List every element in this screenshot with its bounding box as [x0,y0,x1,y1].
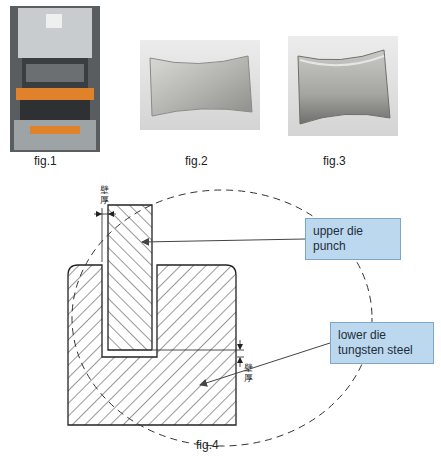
figure-caption: fig.4 [196,438,219,452]
callout-text: lower die tungsten steel [338,328,426,358]
callout-box: upper die punch [305,218,401,260]
part-photo [288,36,398,136]
figure-caption: fig.3 [323,154,346,168]
dimension-label: 壁厚 [100,186,109,206]
figure-caption: fig.2 [185,154,208,168]
part-photo [140,40,260,130]
callout-text: upper die punch [313,224,393,254]
dimension-label: 壁厚 [244,364,253,384]
callout-box: lower die tungsten steel [330,322,434,364]
press-photo [10,6,100,152]
figure-caption: fig.1 [34,154,57,168]
